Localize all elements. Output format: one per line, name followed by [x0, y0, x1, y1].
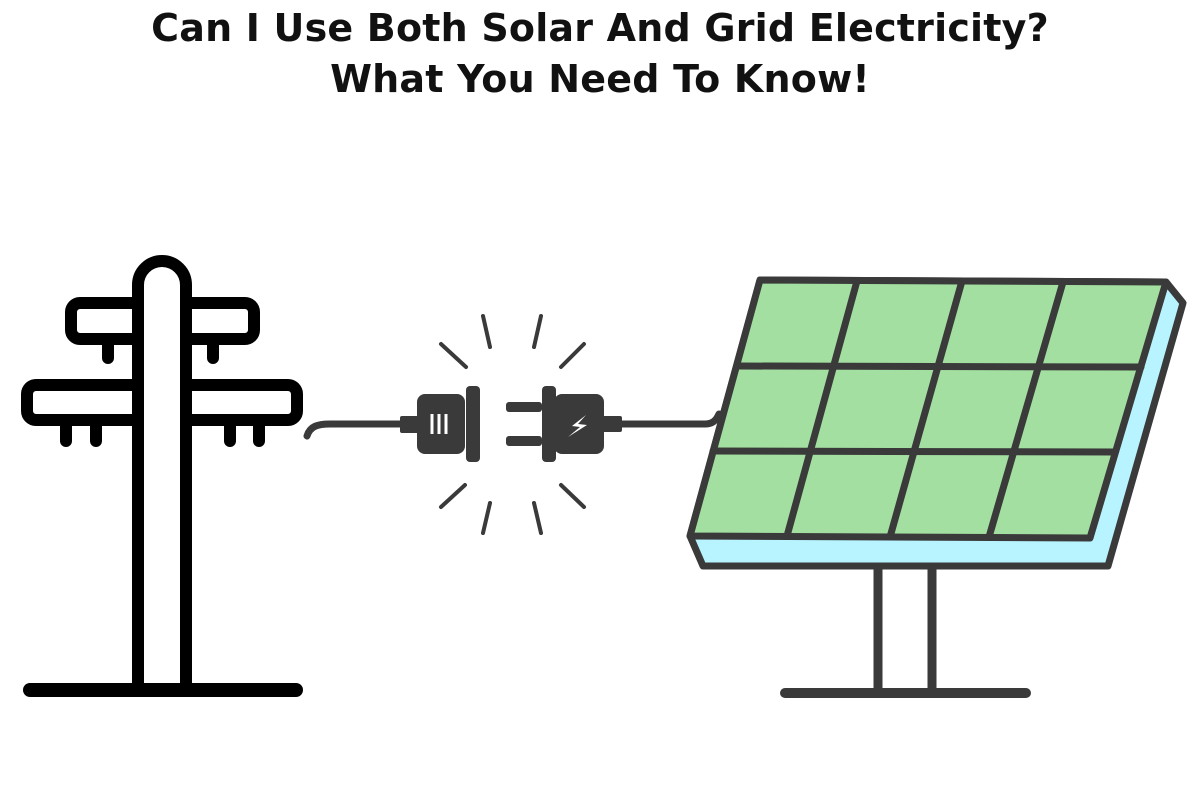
- power-cable: [303, 410, 723, 440]
- panel-cell-grid: [709, 277, 1145, 541]
- solar-panel-icon: [686, 276, 1187, 698]
- solar-plug-icon: [506, 386, 622, 462]
- pole-shaft: [132, 255, 192, 694]
- title-line-1: Can I Use Both Solar And Grid Electricit…: [151, 6, 1049, 50]
- panel-stand: [780, 563, 1031, 698]
- spark-icon: [439, 314, 586, 535]
- utility-pole-icon: [21, 255, 303, 697]
- page-title: Can I Use Both Solar And Grid Electricit…: [0, 0, 1200, 105]
- grid-plug-icon: [400, 386, 480, 462]
- title-line-2: What You Need To Know!: [330, 57, 870, 101]
- lightning-bolt-icon: [568, 415, 587, 437]
